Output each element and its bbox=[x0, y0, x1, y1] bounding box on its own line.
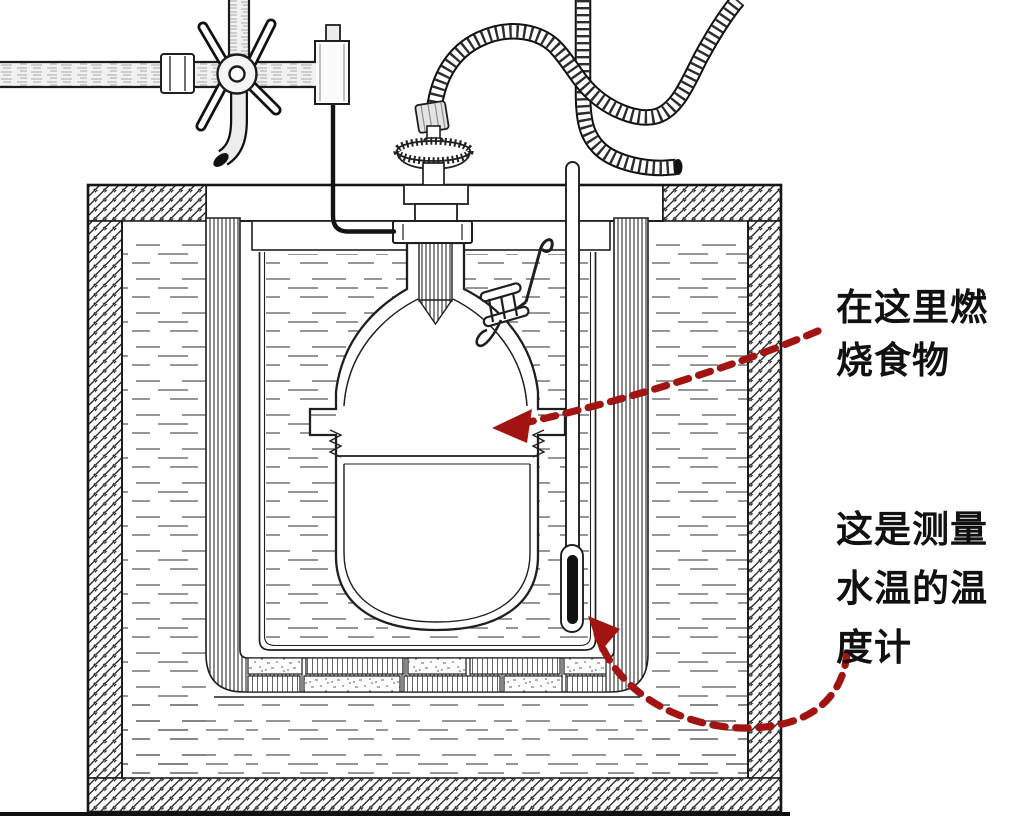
jacket-wall-right bbox=[747, 220, 782, 779]
thermo-arrowhead bbox=[588, 616, 620, 652]
outer-water-bottom bbox=[123, 700, 748, 778]
bomb-neck-tip bbox=[417, 299, 454, 326]
stopcock bbox=[195, 18, 282, 132]
burn-annotation: 在这里燃 烧食物 bbox=[836, 281, 988, 387]
burn-arrow bbox=[511, 327, 822, 429]
valve-lower-stem bbox=[422, 162, 445, 187]
vessel-wall-band bbox=[205, 217, 649, 693]
thermo-annotation-line: 水温的温 bbox=[836, 568, 988, 609]
thermo-annotation-line: 度计 bbox=[836, 627, 912, 668]
burn-annotation-line: 在这里燃 bbox=[836, 287, 988, 328]
bomb-dome-inner-line bbox=[343, 298, 528, 407]
spout-opening bbox=[213, 153, 229, 167]
thermometer bbox=[560, 161, 584, 633]
bomb-vessel bbox=[308, 241, 567, 632]
jacket-bottom bbox=[87, 777, 782, 813]
top-assembly bbox=[0, 0, 745, 244]
burn-annotation-line: 烧食物 bbox=[836, 340, 950, 381]
stopcock-spokes bbox=[195, 18, 282, 132]
jacket-rim-right bbox=[662, 184, 782, 222]
bomb-cup-inner-line bbox=[343, 464, 531, 623]
ignition-wire bbox=[330, 101, 397, 234]
brick-platform bbox=[247, 657, 607, 693]
bomb-thread-left bbox=[328, 429, 343, 458]
bomb-head bbox=[392, 184, 473, 244]
gas-piping bbox=[0, 0, 316, 167]
bomb-thread-right bbox=[531, 429, 546, 458]
hose-open-end bbox=[673, 159, 683, 175]
inner-vessel bbox=[205, 217, 649, 698]
stopcock-bore bbox=[228, 65, 246, 83]
hose-arc bbox=[425, 0, 745, 126]
bomb-neck-tube bbox=[418, 242, 453, 302]
stirrer-hook bbox=[524, 238, 554, 303]
callout-arrows bbox=[492, 327, 851, 732]
can-wall-inner bbox=[263, 252, 592, 647]
stirrer-lower-hook bbox=[475, 319, 503, 348]
outer-water-right bbox=[648, 240, 748, 778]
stirrer bbox=[475, 238, 554, 348]
thermo-annotation-line: 这是测量 bbox=[836, 509, 988, 550]
outer-water-left bbox=[123, 240, 206, 778]
jacket-wall-left bbox=[87, 220, 123, 779]
riser-pipe bbox=[229, 0, 249, 57]
can-wall-outer bbox=[258, 252, 597, 651]
igniter-box bbox=[314, 24, 350, 105]
bomb-body bbox=[308, 241, 567, 632]
burn-arrowhead bbox=[492, 409, 532, 443]
thermo-arrow bbox=[593, 630, 851, 732]
supply-pipe-right bbox=[257, 62, 316, 87]
thermometer-bulb bbox=[567, 555, 578, 624]
thermo-annotation: 这是测量 水温的温 度计 bbox=[836, 500, 988, 677]
stirrer-paddle bbox=[479, 282, 530, 328]
hose-vertical bbox=[574, 0, 683, 177]
jacket-inner-edges bbox=[121, 221, 749, 778]
thermometer-stem bbox=[565, 161, 580, 559]
outer-jacket bbox=[0, 183, 790, 816]
pipe-union-nut bbox=[160, 53, 195, 94]
jacket-rim-left bbox=[87, 184, 207, 222]
pipe-spout bbox=[213, 92, 248, 167]
